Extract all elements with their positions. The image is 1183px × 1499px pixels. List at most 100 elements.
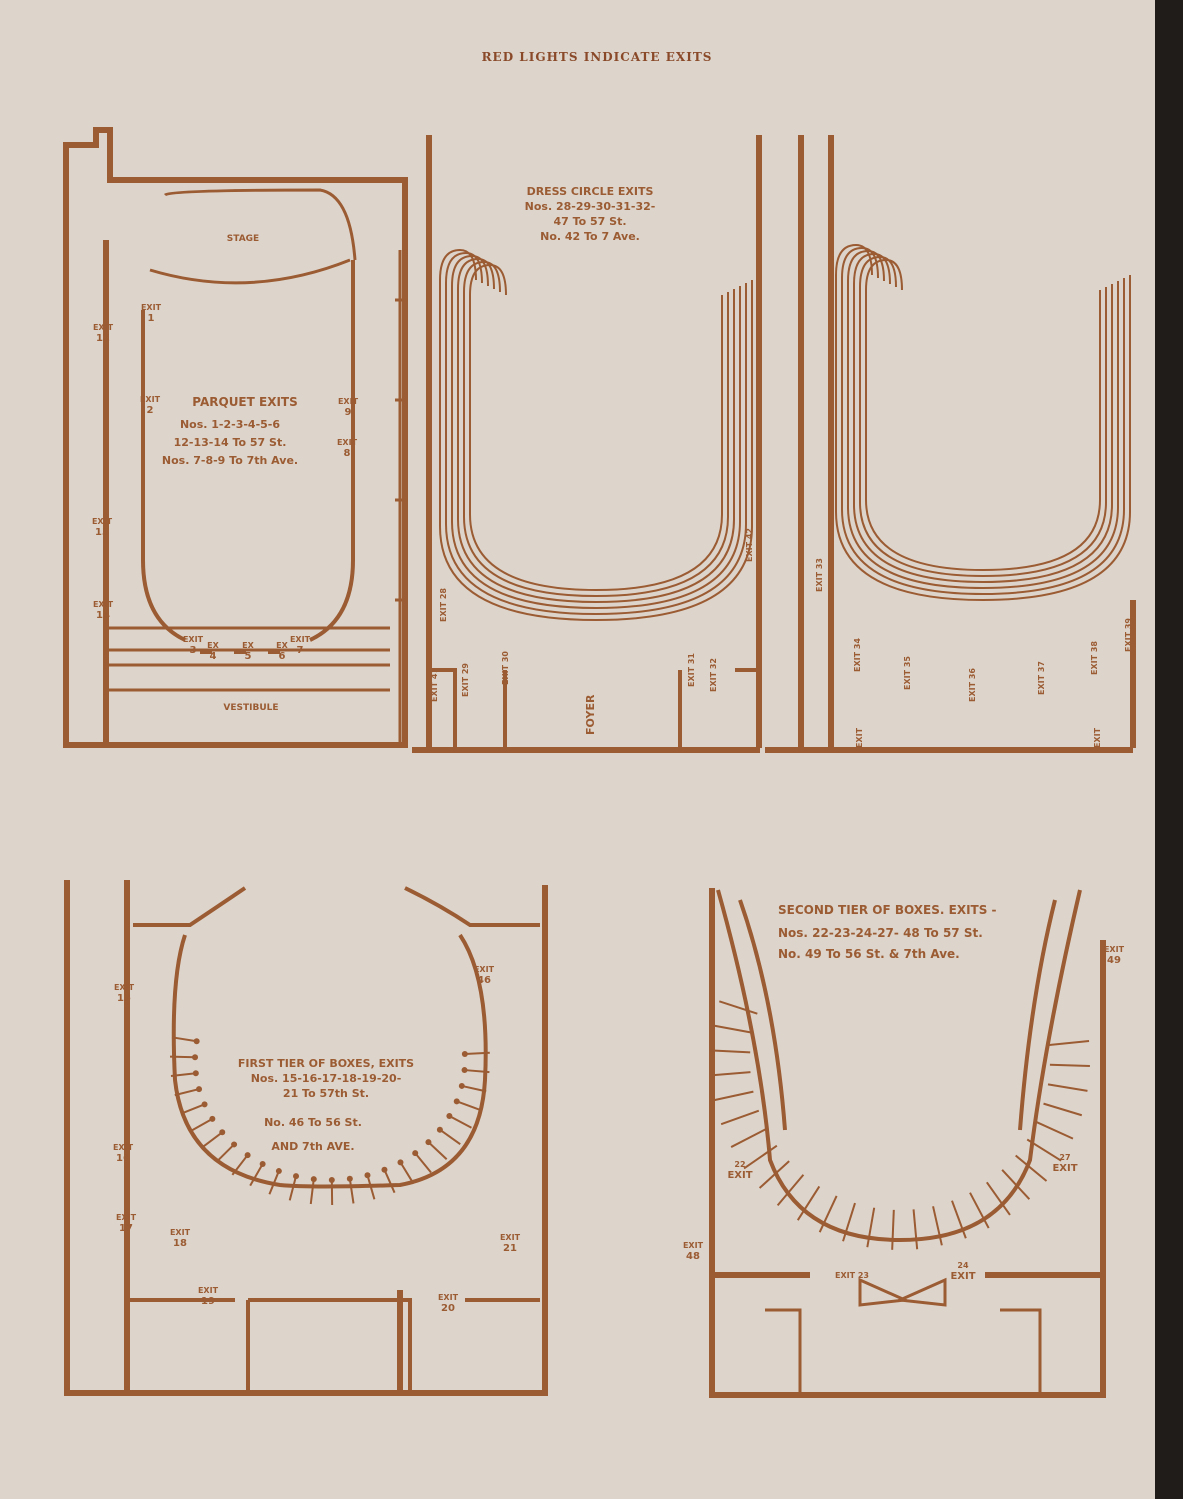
box-seat	[192, 1070, 199, 1077]
first-tier-exit-5-word: EXIT	[438, 1293, 459, 1302]
box-seat	[436, 1126, 443, 1133]
box-partition	[818, 1195, 838, 1233]
parquet-line-2: 12-13-14 To 57 St.	[174, 436, 287, 449]
first-tier-entries	[133, 886, 540, 927]
parquet-outer-wall	[63, 127, 408, 748]
box-seat	[453, 1098, 460, 1105]
box-partition	[461, 1084, 487, 1093]
dress-circle-walls	[412, 135, 762, 753]
box-partition	[231, 1154, 249, 1176]
box-seat	[397, 1159, 404, 1166]
balcony-exit-5: EXIT 38	[1090, 641, 1099, 675]
box-partition	[743, 1144, 778, 1170]
box-partition	[912, 1209, 919, 1250]
dress-circle-line-1: Nos. 28-29-30-31-32-	[525, 200, 656, 213]
box-seat	[328, 1176, 335, 1183]
second-tier-exit-2-word: 27	[1059, 1153, 1070, 1162]
first-tier-exit-0-word: EXIT	[114, 983, 135, 992]
row-cap	[451, 254, 489, 287]
balcony-exit-4: EXIT 37	[1037, 661, 1046, 695]
parquet-exit-2-word: EXIT	[140, 395, 161, 404]
first-tier-exit-6-word: EXIT	[500, 1233, 521, 1242]
box-partition	[710, 1071, 751, 1077]
parquet-exit-11-number: 7	[297, 645, 304, 656]
box-partition	[710, 1049, 751, 1054]
box-seat	[461, 1051, 468, 1058]
box-seat	[196, 1086, 203, 1093]
box-partition	[730, 1127, 768, 1148]
dress-circle-line-2: 47 To 57 St.	[553, 215, 626, 228]
parquet-exit-0-number: 12	[96, 333, 110, 344]
second-tier-line-1: Nos. 22-23-24-27- 48 To 57 St.	[778, 926, 983, 940]
row-cap	[469, 263, 507, 296]
box-seat	[346, 1175, 353, 1182]
second-tier-boxes	[710, 1000, 1090, 1250]
first-tier-exit-1-number: 16	[116, 1153, 130, 1164]
parquet-exit-11-word: EXIT	[290, 635, 311, 644]
first-tier-exit-7-word: EXIT	[474, 965, 495, 974]
box-partition	[951, 1200, 967, 1239]
box-partition	[776, 1174, 805, 1207]
first-tier-exit-2-number: 17	[119, 1223, 133, 1234]
parquet-exit-10-number: 6	[279, 651, 286, 662]
box-seat	[461, 1067, 468, 1074]
dress-circle-line-3: No. 42 To 7 Ave.	[540, 230, 640, 243]
box-partition	[1049, 1040, 1090, 1047]
seat-row	[835, 275, 1131, 602]
parquet-exit-6-word: EXIT	[93, 600, 114, 609]
first-tier-boxes	[170, 1036, 490, 1206]
box-partition	[1026, 1138, 1062, 1162]
seat-row	[457, 289, 735, 604]
box-partition	[720, 1109, 760, 1126]
parquet-title: PARQUET EXITS	[192, 395, 297, 409]
dress-circle-title: DRESS CIRCLE EXITS	[527, 185, 654, 198]
first-tier-line-2: 21 To 57th St.	[283, 1087, 369, 1100]
box-seat	[293, 1173, 300, 1180]
row-cap	[853, 252, 891, 285]
first-tier-exit-0-number: 15	[117, 993, 131, 1004]
first-tier-exit-6-number: 21	[503, 1243, 517, 1254]
second-tier-line-2: No. 49 To 56 St. & 7th Ave.	[778, 947, 960, 961]
box-partition	[464, 1051, 490, 1056]
box-seat	[192, 1054, 199, 1061]
seat-row	[451, 286, 741, 610]
seat-row	[853, 284, 1113, 584]
box-partition	[170, 1072, 196, 1078]
parquet-exit-0-word: EXIT	[93, 323, 114, 332]
first-tier-exit-4-word: EXIT	[198, 1286, 219, 1295]
balcony-exit-6: EXIT 39	[1124, 618, 1133, 652]
box-seat	[425, 1139, 432, 1146]
dress-circle-plan: DRESS CIRCLE EXITS Nos. 28-29-30-31-32- …	[412, 135, 762, 753]
box-seat	[381, 1166, 388, 1173]
box-seat	[446, 1113, 453, 1120]
parquet-exit-3-number: 9	[345, 407, 352, 418]
first-tier-exit-3-word: EXIT	[170, 1228, 191, 1237]
dress-circle-exit-2: EXIT 29	[461, 663, 470, 697]
box-partition	[309, 1179, 315, 1205]
first-tier-walls	[64, 880, 548, 1396]
second-tier-exit-0-number: 49	[1107, 955, 1121, 966]
dress-circle-exit-6: EXIT 42	[745, 528, 754, 562]
dress-circle-exit-1: EXIT 47	[430, 668, 439, 702]
first-tier-exit-5-number: 20	[441, 1303, 455, 1314]
second-tier-exit-3-word: EXIT	[683, 1241, 704, 1250]
seat-row	[841, 278, 1125, 596]
dress-circle-exit-4: EXIT 31	[687, 653, 696, 687]
first-tier-plan: FIRST TIER OF BOXES, EXITS Nos. 15-16-17…	[64, 880, 548, 1396]
first-tier-exit-4-number: 19	[201, 1296, 215, 1307]
box-partition	[348, 1178, 355, 1204]
box-partition	[464, 1069, 490, 1074]
box-partition	[439, 1128, 461, 1146]
parquet-exit-9-number: 5	[245, 651, 252, 662]
seat-row	[859, 287, 1107, 578]
balcony-exit-1: EXIT 34	[853, 638, 862, 672]
east-wall-doors	[395, 250, 405, 745]
box-partition	[986, 1181, 1011, 1216]
dress-circle-exit-5: EXIT 32	[709, 658, 718, 692]
box-partition	[796, 1185, 821, 1221]
box-partition	[1047, 1083, 1088, 1092]
balcony-exit-0: EXIT 33	[815, 558, 824, 592]
parquet-exit-7-number: 3	[190, 645, 197, 656]
seat-row	[847, 281, 1119, 590]
balcony-exit-8: EXIT	[1093, 727, 1102, 748]
